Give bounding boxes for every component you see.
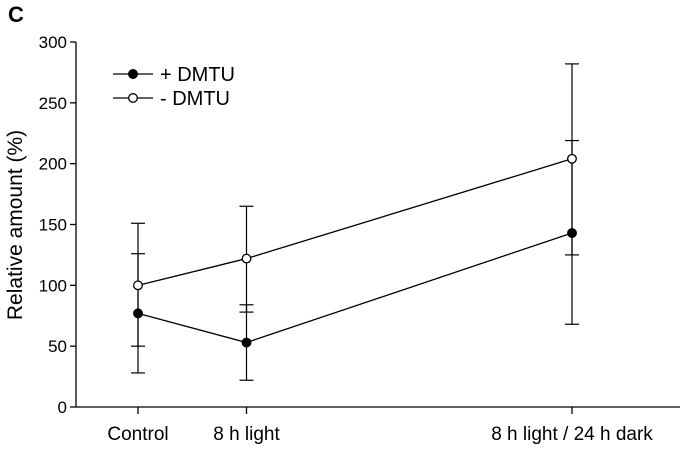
x-tick-label: Control [107,424,168,445]
series-line [137,232,573,344]
legend-marker [128,93,138,103]
panel-label: C [8,2,24,27]
y-tick-label: 100 [39,276,67,295]
y-tick-label: 0 [58,398,67,417]
y-tick-label: 50 [48,337,67,356]
y-tick-label: 150 [39,216,67,235]
legend: + DMTU- DMTU [113,64,235,110]
y-axis-label: Relative amount (%) [4,130,27,320]
data-point [241,253,252,264]
series-line [137,158,573,286]
series-2 [131,63,579,347]
legend-label: + DMTU [160,64,235,86]
y-tick-label: 250 [39,94,67,113]
legend-label: - DMTU [160,88,230,110]
data-point [567,153,577,164]
x-tick-label: 8 h light [213,424,280,445]
data-point [133,280,143,291]
legend-marker [128,69,138,79]
y-tick-label: 200 [39,155,67,174]
data-point [241,337,252,348]
y-tick-label: 300 [39,33,67,52]
series-1 [131,139,579,381]
x-tick-label: 8 h light / 24 h dark [491,424,653,445]
